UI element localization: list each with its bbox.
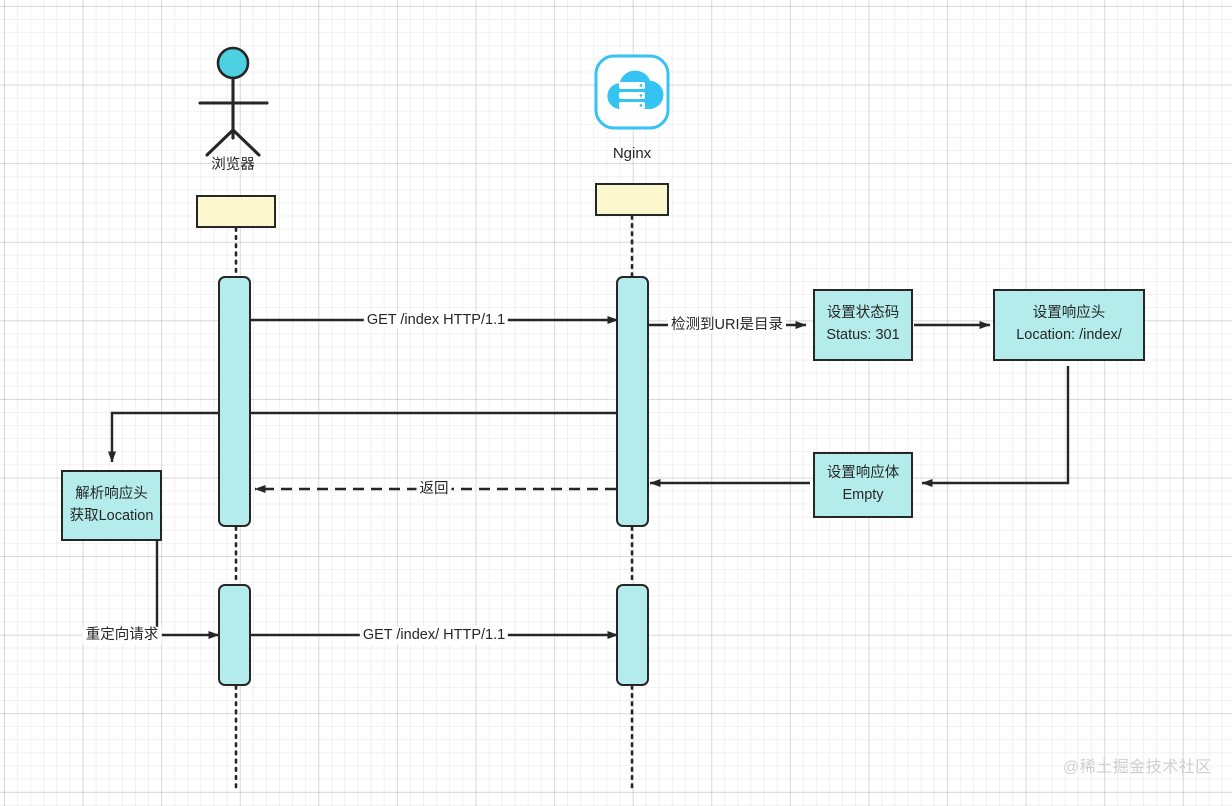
activation-bar-nginx-2[interactable] — [616, 584, 649, 686]
activation-bar-browser-2[interactable] — [218, 584, 251, 686]
process-box-parse-header[interactable]: 解析响应头 获取Location — [61, 470, 162, 541]
process-box-set-status-line2: Status: 301 — [826, 327, 900, 343]
process-box-set-header-line2: Location: /index/ — [1016, 327, 1122, 343]
cloud-server-icon — [594, 54, 670, 130]
participant-header-nginx[interactable] — [595, 183, 669, 216]
activation-bar-nginx-1[interactable] — [616, 276, 649, 527]
process-box-parse-header-line1: 解析响应头 — [75, 485, 148, 502]
participant-label-browser: 浏览器 — [211, 157, 255, 173]
message-label-get-index-slash: GET /index/ HTTP/1.1 — [359, 626, 509, 644]
process-box-set-header[interactable]: 设置响应头 Location: /index/ — [993, 289, 1145, 361]
connector-parse-header-to-browser — [155, 541, 220, 639]
connector-header-to-body — [921, 366, 1070, 487]
process-box-set-status[interactable]: 设置状态码 Status: 301 — [813, 289, 913, 361]
actor-stick-figure-icon — [198, 46, 269, 157]
participant-header-browser[interactable] — [196, 195, 276, 228]
activation-bar-browser-1[interactable] — [218, 276, 251, 527]
process-box-set-status-line1: 设置状态码 — [826, 305, 900, 322]
connector-nginx-to-parse-header — [108, 411, 617, 463]
message-label-return: 返回 — [416, 480, 452, 498]
message-label-redirect-request: 重定向请求 — [82, 626, 162, 644]
message-label-get-index: GET /index HTTP/1.1 — [363, 311, 509, 329]
watermark: @稀土掘金技术社区 — [1063, 759, 1212, 776]
process-box-set-body-line2: Empty — [842, 487, 884, 503]
message-label-detect-uri: 检测到URI是目录 — [668, 316, 786, 334]
participant-label-nginx: Nginx — [612, 145, 652, 162]
process-box-set-header-line1: 设置响应头 — [1032, 305, 1106, 322]
process-box-set-body[interactable]: 设置响应体 Empty — [813, 452, 913, 518]
process-box-set-body-line1: 设置响应体 — [826, 465, 900, 482]
process-box-parse-header-line2: 获取Location — [69, 507, 154, 524]
